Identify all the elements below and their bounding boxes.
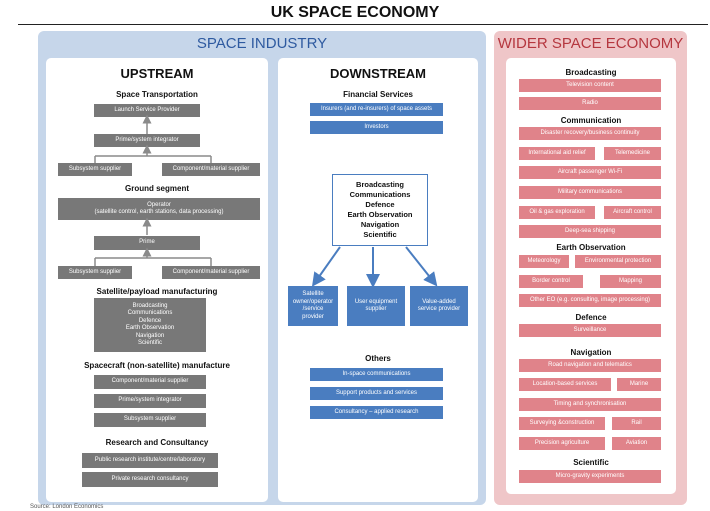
radio-box: Radio	[519, 97, 661, 110]
telemedicine-box: Telemedicine	[604, 147, 661, 160]
aircraft-control-box: Aircraft control	[604, 206, 661, 219]
title-divider	[18, 24, 708, 25]
user-equipment-box: User equipment supplier	[347, 286, 405, 326]
launch-service-provider-box: Launch Service Provider	[94, 104, 200, 117]
sc-component-supplier-box: Component/material supplier	[94, 375, 206, 389]
downstream-header: DOWNSTREAM	[329, 66, 427, 81]
consultancy-box: Consultancy – applied research	[310, 406, 443, 419]
earth-observation-title: Earth Observation	[556, 243, 626, 252]
spacecraft-title: Spacecraft (non-satellite) manufacture	[84, 361, 230, 370]
investors-box: Investors	[310, 121, 443, 134]
aircraft-wifi-box: Aircraft passenger Wi-Fi	[519, 166, 661, 179]
gs-subsystem-supplier-box: Subsystem supplier	[58, 266, 132, 279]
precision-agriculture-box: Precision agriculture	[519, 437, 605, 450]
prime-system-integrator-box: Prime/system integrator	[94, 134, 200, 147]
location-services-box: Location-based services	[519, 378, 611, 391]
surveillance-box: Surveillance	[519, 324, 661, 337]
ground-prime-box: Prime	[94, 236, 200, 250]
meteorology-box: Meteorology	[519, 255, 569, 268]
wider-economy-header: WIDER SPACE ECONOMY	[497, 35, 684, 52]
international-aid-box: International aid relief	[519, 147, 595, 160]
value-added-box: Value-added service provider	[410, 286, 468, 326]
environmental-protection-box: Environmental protection	[575, 255, 661, 268]
micro-gravity-box: Micro-gravity experiments	[519, 470, 661, 483]
broadcasting-title: Broadcasting	[565, 68, 617, 77]
gs-component-supplier-box: Component/material supplier	[162, 266, 260, 279]
source-footer: Source: London Economics	[30, 504, 104, 510]
others-title: Others	[365, 354, 391, 363]
ground-segment-title: Ground segment	[124, 184, 189, 193]
support-products-box: Support products and services	[310, 387, 443, 400]
disaster-recovery-box: Disaster recovery/business continuity	[519, 127, 661, 140]
st-subsystem-supplier-box: Subsystem supplier	[58, 163, 132, 176]
rail-box: Rail	[612, 417, 661, 430]
satellite-payload-box: Broadcasting Communications Defence Eart…	[94, 298, 206, 352]
aviation-box: Aviation	[612, 437, 661, 450]
defence-title: Defence	[575, 313, 607, 322]
private-research-box: Private research consultancy	[82, 472, 218, 487]
financial-services-title: Financial Services	[343, 90, 413, 99]
in-space-comms-box: In-space communications	[310, 368, 443, 381]
marine-box: Marine	[617, 378, 661, 391]
operator-box: Operator (satellite control, earth stati…	[58, 198, 260, 220]
upstream-arrows	[94, 114, 212, 266]
military-comms-box: Military communications	[519, 186, 661, 199]
surveying-construction-box: Surveying &construction	[519, 417, 605, 430]
navigation-title: Navigation	[570, 348, 612, 357]
space-industry-header: SPACE INDUSTRY	[196, 35, 328, 52]
television-content-box: Television content	[519, 79, 661, 92]
communication-title: Communication	[560, 116, 622, 125]
upstream-header: UPSTREAM	[120, 66, 194, 81]
satellite-payload-title: Satellite/payload manufacturing	[96, 287, 218, 296]
insurers-box: Insurers (and re-insurers) of space asse…	[310, 103, 443, 116]
deep-sea-shipping-box: Deep-sea shipping	[519, 225, 661, 238]
other-eo-box: Other EO (e.g. consulting, image process…	[519, 294, 661, 307]
upstream-column	[46, 58, 268, 502]
sc-subsystem-supplier-box: Subsystem supplier	[94, 413, 206, 427]
arrow-to-value-added	[405, 246, 438, 287]
research-title: Research and Consultancy	[105, 438, 209, 447]
sc-prime-integrator-box: Prime/system integrator	[94, 394, 206, 408]
downstream-applications-box: Broadcasting Communications Defence Eart…	[332, 174, 428, 246]
road-navigation-box: Road navigation and telematics	[519, 359, 661, 372]
oil-gas-box: Oil & gas exploration	[519, 206, 595, 219]
arrow-to-operator	[311, 246, 341, 287]
st-component-supplier-box: Component/material supplier	[162, 163, 260, 176]
timing-sync-box: Timing and synchronisation	[519, 398, 661, 411]
public-research-box: Public research institute/centre/laborat…	[82, 453, 218, 468]
space-transportation-title: Space Transportation	[116, 90, 198, 99]
page-title: UK SPACE ECONOMY	[270, 4, 440, 21]
scientific-title: Scientific	[573, 458, 609, 467]
satellite-owner-box: Satellite owner/operator /service provid…	[288, 286, 338, 326]
downstream-arrows	[311, 246, 438, 288]
border-control-box: Border control	[519, 275, 583, 288]
mapping-box: Mapping	[600, 275, 661, 288]
